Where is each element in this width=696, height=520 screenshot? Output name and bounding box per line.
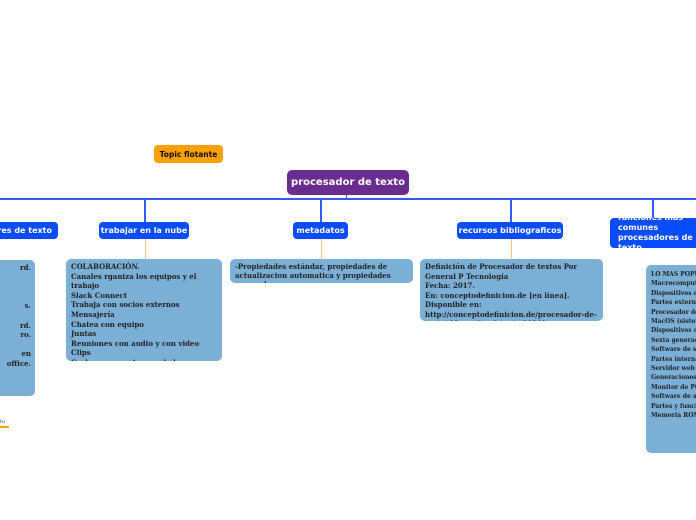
content-box-metadatos: -Propiedades estándar, propiedades de ac…: [230, 259, 413, 283]
content-box-recursos: Definición de Procesador de textos Por G…: [420, 259, 603, 321]
floating-topic[interactable]: Topic flotante: [154, 145, 223, 163]
connector: [145, 239, 146, 259]
branch-funciones[interactable]: funciones mas comunes procesadores de te…: [610, 218, 696, 248]
orange-underline: [0, 426, 9, 428]
connector: [510, 199, 512, 222]
connector: [144, 199, 146, 222]
connector: [320, 199, 322, 222]
connector: [652, 199, 654, 218]
footer-fragment: to: [0, 419, 6, 425]
root-topic[interactable]: procesador de texto: [287, 170, 409, 195]
branch-trabajar-en-la-nube[interactable]: trabajar en la nube: [99, 222, 189, 239]
connector: [321, 239, 322, 259]
branch-procesadores-de-texto[interactable]: ores de texto: [0, 222, 58, 239]
branch-metadatos[interactable]: metadatos: [293, 222, 348, 239]
content-box-nube: COLABORACIÓN. Canales rganiza los equipo…: [66, 259, 222, 361]
content-box-procesadores: rd. s. rd. ro. en office.: [0, 260, 35, 396]
root-connector: [346, 194, 347, 199]
connector: [511, 239, 512, 259]
content-box-funciones: LO MAS POPULAR Macrocomputadora Disposit…: [646, 265, 696, 453]
branch-recursos-bibliograficos[interactable]: recursos bibliograficos: [457, 222, 563, 239]
branch-connector: [0, 198, 696, 200]
